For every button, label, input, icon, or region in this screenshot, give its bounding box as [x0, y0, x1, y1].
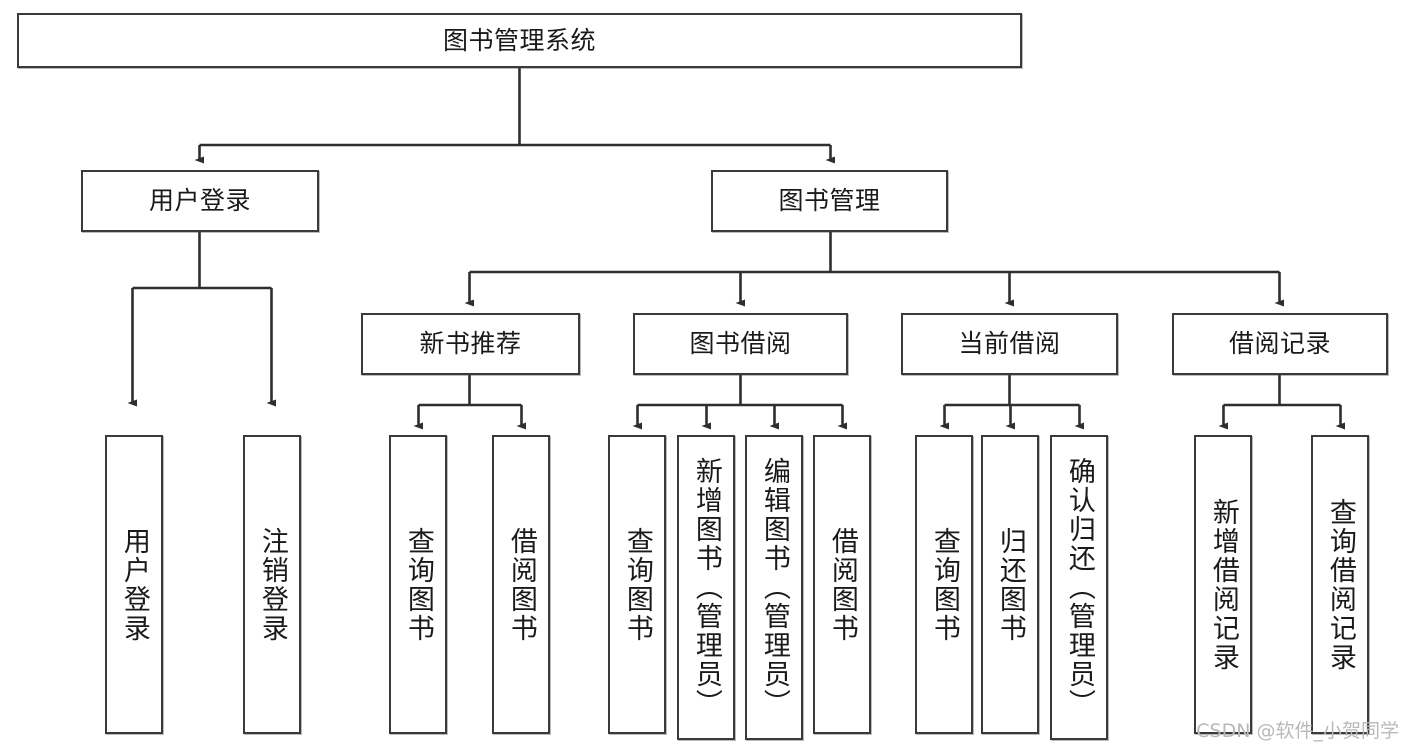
node-label: 借阅记录	[1228, 329, 1331, 359]
leaf-user-login[interactable]: 用户登录	[105, 435, 163, 734]
node-borrowing-records[interactable]: 借阅记录	[1172, 313, 1388, 375]
node-root-book-management-system[interactable]: 图书管理系统	[17, 13, 1022, 68]
leaf-add-borrow-record[interactable]: 新增借阅记录	[1194, 435, 1252, 734]
node-label: 新增图书（管理员）	[690, 457, 722, 718]
node-user-login[interactable]: 用户登录	[81, 170, 319, 232]
node-label: 用户登录	[148, 186, 251, 216]
leaf-add-book-admin[interactable]: 新增图书（管理员）	[677, 435, 735, 740]
leaf-edit-book-admin[interactable]: 编辑图书（管理员）	[745, 435, 803, 740]
leaf-logout[interactable]: 注销登录	[243, 435, 301, 734]
node-label: 编辑图书（管理员）	[758, 457, 790, 718]
node-label: 查询图书	[402, 526, 434, 643]
node-label: 用户登录	[118, 526, 150, 643]
leaf-query-books-borrow[interactable]: 查询图书	[608, 435, 666, 734]
leaf-query-borrow-record[interactable]: 查询借阅记录	[1311, 435, 1369, 734]
node-book-management[interactable]: 图书管理	[711, 170, 948, 232]
node-label: 新增借阅记录	[1207, 497, 1239, 672]
node-label: 图书管理系统	[442, 25, 596, 55]
node-label: 归还图书	[994, 526, 1026, 643]
node-label: 当前借阅	[958, 329, 1061, 359]
node-label: 借阅图书	[826, 526, 858, 643]
node-label: 查询借阅记录	[1324, 497, 1356, 672]
node-label: 查询图书	[928, 526, 960, 643]
node-new-book-recommendation[interactable]: 新书推荐	[361, 313, 580, 375]
leaf-borrow-books-recommend[interactable]: 借阅图书	[492, 435, 550, 734]
node-label: 注销登录	[256, 526, 288, 643]
leaf-confirm-return-admin[interactable]: 确认归还（管理员）	[1050, 435, 1108, 740]
node-label: 查询图书	[621, 526, 653, 643]
node-label: 图书管理	[778, 186, 881, 216]
node-book-borrowing[interactable]: 图书借阅	[633, 313, 848, 375]
node-label: 确认归还（管理员）	[1063, 457, 1095, 718]
leaf-query-books-current[interactable]: 查询图书	[915, 435, 973, 734]
leaf-query-books-recommend[interactable]: 查询图书	[389, 435, 447, 734]
node-current-borrowing[interactable]: 当前借阅	[901, 313, 1118, 375]
leaf-borrow-books[interactable]: 借阅图书	[813, 435, 871, 734]
node-label: 新书推荐	[419, 329, 522, 359]
leaf-return-books[interactable]: 归还图书	[981, 435, 1039, 734]
node-label: 图书借阅	[689, 329, 792, 359]
node-label: 借阅图书	[505, 526, 537, 643]
